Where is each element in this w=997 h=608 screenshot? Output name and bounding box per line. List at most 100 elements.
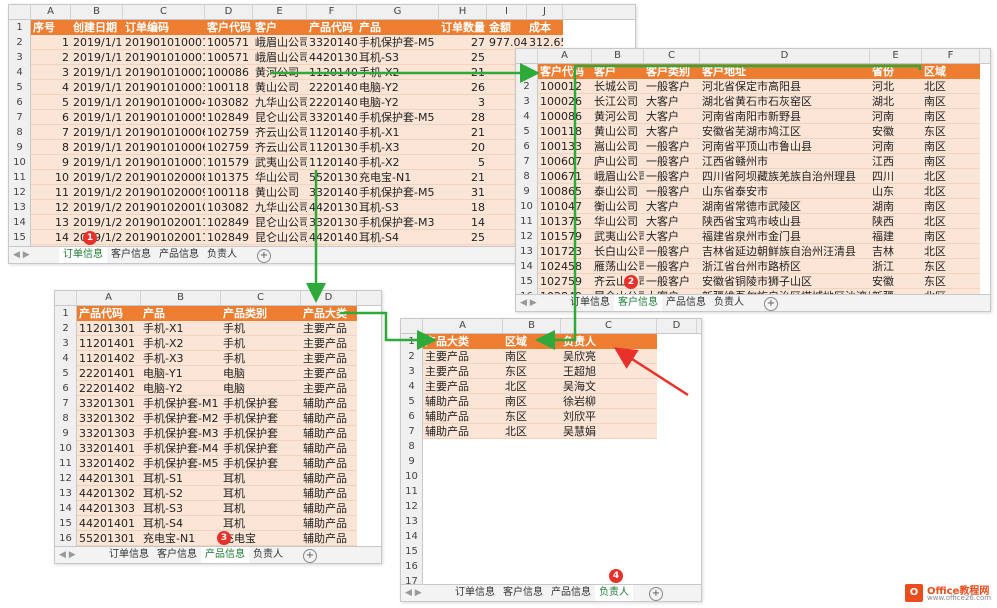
table-cell[interactable]: 201901020011 [123, 230, 205, 245]
table-cell[interactable]: 100607 [538, 154, 592, 169]
column-header-cell[interactable]: 区域 [922, 64, 980, 79]
table-cell[interactable]: 4 [31, 80, 71, 95]
row-number[interactable]: 9 [408, 456, 415, 467]
table-cell[interactable]: 充电宝-N1 [141, 531, 221, 546]
column-letter[interactable]: J [527, 5, 563, 19]
select-all-corner[interactable] [55, 291, 77, 305]
table-cell[interactable]: 东区 [503, 364, 561, 379]
table-cell[interactable]: 100133 [538, 139, 592, 154]
row-number[interactable]: 11 [520, 216, 533, 227]
sheet-tab[interactable]: 负责人 [253, 549, 283, 560]
column-header-cell[interactable]: 客户代码 [538, 64, 592, 79]
column-header-cell[interactable]: 订单编码 [123, 20, 205, 35]
row-number[interactable]: 17 [405, 576, 418, 587]
table-cell[interactable]: 5 [439, 155, 487, 170]
row-number[interactable]: 4 [16, 67, 23, 78]
table-cell[interactable]: 31 [439, 185, 487, 200]
add-sheet-icon[interactable]: + [257, 249, 271, 263]
table-cell[interactable]: 长白山公司 [592, 244, 644, 259]
table-cell[interactable]: 南区 [922, 94, 980, 109]
table-cell[interactable]: 耳机-S3 [357, 50, 439, 65]
table-cell[interactable]: 一般客户 [644, 259, 700, 274]
row-number[interactable]: 1 [408, 336, 415, 347]
sheet-tab[interactable]: 产品信息 [666, 297, 706, 308]
row-number[interactable]: 5 [523, 126, 530, 137]
table-cell[interactable]: 26 [439, 80, 487, 95]
row-number[interactable]: 8 [16, 127, 23, 138]
table-cell[interactable]: 6 [31, 110, 71, 125]
add-sheet-icon[interactable]: + [303, 549, 317, 563]
table-cell[interactable]: 河南省平顶山市鲁山县 [700, 139, 870, 154]
table-cell[interactable]: 手机 [221, 351, 301, 366]
table-cell[interactable]: 福建省泉州市金门县 [700, 229, 870, 244]
table-cell[interactable]: 201901010007 [123, 155, 205, 170]
row-number[interactable]: 6 [523, 141, 530, 152]
table-cell[interactable]: 201901010001 [123, 50, 205, 65]
row-number[interactable]: 3 [16, 52, 23, 63]
table-cell[interactable]: 44201401 [307, 230, 357, 245]
tab-scroll-arrows-icon[interactable]: ◀ ▶ [59, 550, 76, 560]
sheet-tab[interactable]: 订单信息 [455, 587, 495, 598]
table-cell[interactable]: 大客户 [644, 124, 700, 139]
column-header-cell[interactable]: 客户 [253, 20, 307, 35]
table-cell[interactable]: 南区 [503, 394, 561, 409]
sheet-tab[interactable]: 订单信息 [59, 247, 107, 263]
column-header-cell[interactable]: 成本 [527, 20, 563, 35]
table-cell[interactable]: 嵩山公司 [592, 139, 644, 154]
table-cell[interactable]: 湖北 [870, 94, 922, 109]
table-cell[interactable]: 刘欣平 [561, 409, 657, 424]
column-letter[interactable]: D [205, 5, 253, 19]
table-cell[interactable]: 33201402 [307, 110, 357, 125]
table-cell[interactable]: 江西省赣州市 [700, 154, 870, 169]
table-cell[interactable]: 44201301 [77, 471, 141, 486]
column-header-cell[interactable]: 产品类别 [221, 306, 301, 321]
table-cell[interactable]: 101375 [538, 214, 592, 229]
table-cell[interactable]: 7 [31, 125, 71, 140]
column-letter[interactable]: E [253, 5, 307, 19]
table-cell[interactable]: 福建 [870, 229, 922, 244]
row-number[interactable]: 11 [13, 172, 26, 183]
row-number[interactable]: 15 [405, 546, 418, 557]
table-cell[interactable]: 100086 [205, 65, 253, 80]
table-cell[interactable]: 手机保护套-M5 [357, 185, 439, 200]
table-cell[interactable]: 33201402 [307, 35, 357, 50]
table-cell[interactable]: 100118 [538, 124, 592, 139]
table-cell[interactable]: 大客户 [644, 214, 700, 229]
table-cell[interactable]: 101047 [538, 199, 592, 214]
table-cell[interactable]: 2 [31, 50, 71, 65]
table-cell[interactable]: 安徽省铜陵市狮子山区 [700, 274, 870, 289]
sheet-tab[interactable]: 客户信息 [111, 249, 151, 260]
table-cell[interactable]: 峨眉山公司 [592, 169, 644, 184]
select-all-corner[interactable] [9, 5, 31, 19]
column-header-cell[interactable]: 省份 [870, 64, 922, 79]
column-letter[interactable]: I [487, 5, 527, 19]
table-cell[interactable]: 1 [31, 35, 71, 50]
column-letter[interactable]: D [301, 291, 357, 305]
table-cell[interactable]: 3 [31, 65, 71, 80]
table-cell[interactable]: 手机保护套-M4 [141, 441, 221, 456]
table-cell[interactable]: 吉林 [870, 244, 922, 259]
column-header-cell[interactable]: 客户代码 [205, 20, 253, 35]
table-cell[interactable]: 101723 [538, 244, 592, 259]
table-cell[interactable]: 44201303 [307, 50, 357, 65]
table-cell[interactable]: 33201302 [77, 411, 141, 426]
row-number[interactable]: 7 [16, 112, 23, 123]
table-cell[interactable]: 手机保护套-M1 [141, 396, 221, 411]
row-number[interactable]: 9 [523, 186, 530, 197]
row-number[interactable]: 8 [523, 171, 530, 182]
tab-scroll-arrows-icon[interactable]: ◀ ▶ [405, 588, 422, 598]
table-cell[interactable]: 8 [31, 140, 71, 155]
table-cell[interactable]: 2019/1/1 [71, 50, 123, 65]
table-cell[interactable]: 耳机-S3 [357, 200, 439, 215]
row-number[interactable]: 12 [405, 501, 418, 512]
sheet-tab[interactable]: 负责人 [595, 585, 633, 601]
table-cell[interactable]: 103082 [205, 200, 253, 215]
table-cell[interactable]: 主要产品 [301, 321, 357, 336]
table-cell[interactable]: 北区 [922, 184, 980, 199]
row-number[interactable]: 15 [59, 518, 72, 529]
column-letter[interactable]: B [141, 291, 221, 305]
table-cell[interactable]: 吴慧娟 [561, 424, 657, 439]
table-cell[interactable]: 齐云山公司 [253, 125, 307, 140]
row-number[interactable]: 7 [408, 426, 415, 437]
table-cell[interactable]: 2019/1/1 [71, 125, 123, 140]
